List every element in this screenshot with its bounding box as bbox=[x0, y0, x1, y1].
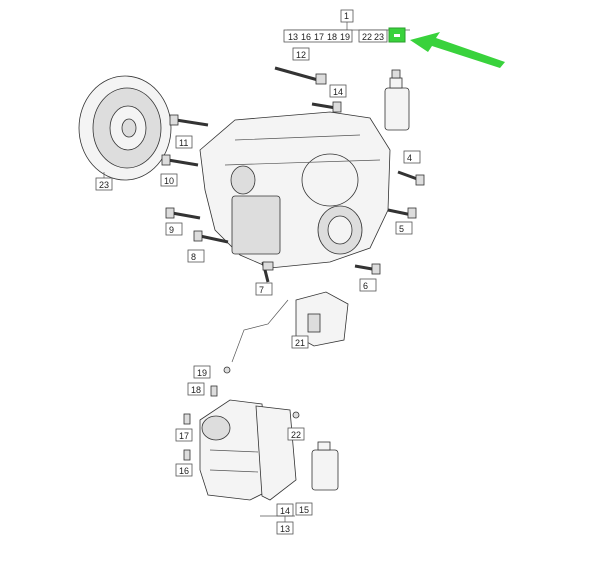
bracket-22: 22 bbox=[362, 32, 372, 42]
label-19: 19 bbox=[197, 368, 207, 378]
label-1: 1 bbox=[344, 11, 349, 21]
label-3: 4 bbox=[407, 153, 412, 163]
bolt-7-icon bbox=[193, 230, 229, 244]
label-8: 9 bbox=[169, 225, 174, 235]
label-13: 13 bbox=[280, 524, 290, 534]
green-arrow-icon bbox=[410, 32, 505, 68]
label-16: 16 bbox=[179, 466, 189, 476]
fluid-bottle-icon bbox=[311, 441, 339, 491]
mechatronic-unit-icon bbox=[199, 399, 297, 501]
label-10: 11 bbox=[179, 138, 188, 148]
clutch-assembly-icon bbox=[78, 75, 172, 181]
bolt-10-icon bbox=[169, 114, 209, 127]
label-5: 6 bbox=[363, 281, 368, 291]
bracket-13: 13 bbox=[288, 32, 298, 42]
top-bracket: 1 13 16 17 18 19 22 23 bbox=[283, 9, 410, 43]
bolt-8-icon bbox=[165, 207, 201, 220]
label-6: 7 bbox=[259, 285, 264, 295]
bracket-18: 18 bbox=[327, 32, 337, 42]
label-12: 14 bbox=[333, 87, 343, 97]
bracket-17: 17 bbox=[314, 32, 324, 42]
bolt-11-icon bbox=[274, 66, 327, 85]
label-11: 12 bbox=[296, 50, 306, 60]
label-4: 5 bbox=[399, 224, 404, 234]
label-21: 21 bbox=[295, 338, 305, 348]
bolt-4-icon bbox=[387, 207, 417, 219]
bracket-16: 16 bbox=[301, 32, 311, 42]
bracket-23: 23 bbox=[374, 32, 384, 42]
bolt-12-icon bbox=[311, 101, 342, 113]
label-15: 15 bbox=[299, 505, 309, 515]
label-18: 18 bbox=[191, 385, 201, 395]
bolt-9-icon bbox=[161, 154, 199, 167]
label-7: 8 bbox=[191, 252, 196, 262]
label-17: 17 bbox=[179, 431, 189, 441]
bolt-3-icon bbox=[397, 170, 425, 186]
bracket-19: 19 bbox=[340, 32, 350, 42]
oil-bottle-icon bbox=[384, 69, 410, 131]
transmission-housing-icon bbox=[199, 111, 391, 269]
label-22: 22 bbox=[291, 430, 301, 440]
bolt-5-icon bbox=[354, 263, 381, 275]
label-9: 10 bbox=[164, 176, 174, 186]
label-14: 14 bbox=[280, 506, 290, 516]
bolt-6-icon bbox=[261, 261, 274, 283]
label-23: 23 bbox=[99, 180, 109, 190]
